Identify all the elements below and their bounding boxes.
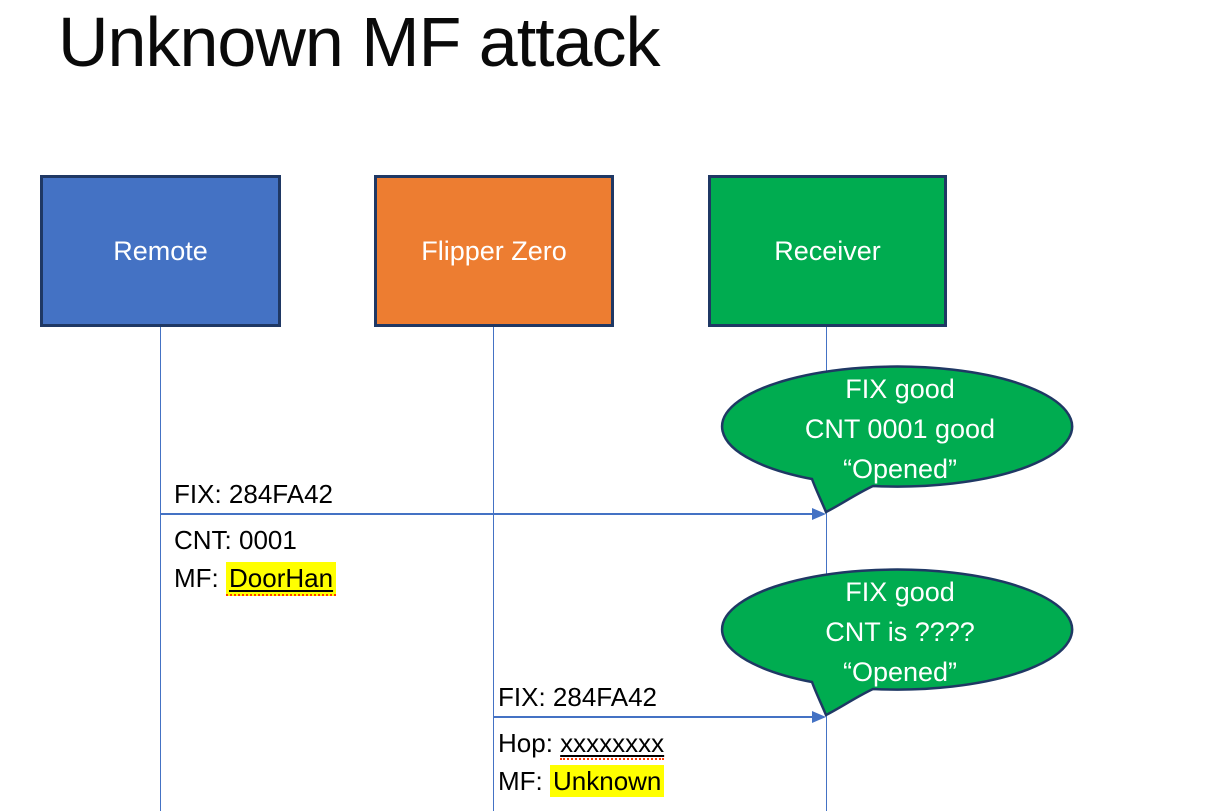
message-1-mf-line: MF: DoorHan bbox=[174, 559, 337, 597]
callout-1-text: FIX good CNT 0001 good “Opened” bbox=[750, 369, 1050, 489]
message-2-mf-line: MF: Unknown bbox=[498, 762, 665, 800]
callout-2-line-2: CNT is ???? bbox=[825, 617, 975, 647]
actor-box-receiver: Receiver bbox=[708, 175, 947, 327]
message-1-mf-prefix: MF: bbox=[174, 563, 226, 593]
message-2-mf-value-highlighted: Unknown bbox=[550, 765, 665, 797]
actor-label-flipper-zero: Flipper Zero bbox=[421, 235, 567, 266]
speech-bubble-2 bbox=[720, 568, 1074, 717]
callout-2-line-1: FIX good bbox=[845, 577, 955, 607]
actor-box-remote: Remote bbox=[40, 175, 281, 327]
callout-2-text: FIX good CNT is ???? “Opened” bbox=[750, 572, 1050, 692]
message-2-hop-prefix: Hop: bbox=[498, 728, 561, 758]
arrowhead-right-icon bbox=[812, 711, 826, 723]
lifeline-receiver bbox=[825, 327, 827, 811]
actor-label-receiver: Receiver bbox=[774, 235, 881, 266]
lifeline-remote bbox=[159, 327, 161, 811]
message-2-hop-value-underlined: xxxxxxxx bbox=[560, 728, 665, 760]
slide-title: Unknown MF attack bbox=[58, 3, 661, 81]
message-2-label-above: FIX: 284FA42 bbox=[498, 682, 657, 712]
message-2-mf-prefix: MF: bbox=[498, 766, 550, 796]
callout-1-line-3: “Opened” bbox=[842, 454, 958, 484]
message-1-cnt-line: CNT: 0001 bbox=[174, 525, 297, 555]
callout-1-line-2: CNT 0001 good bbox=[804, 414, 996, 444]
speech-bubble-1 bbox=[720, 365, 1074, 514]
message-arrow-1-line bbox=[160, 513, 813, 515]
callout-2-line-3: “Opened” bbox=[842, 657, 958, 687]
actor-box-flipper-zero: Flipper Zero bbox=[374, 175, 614, 327]
actor-label-remote: Remote bbox=[113, 235, 208, 266]
message-arrow-2-line bbox=[493, 716, 813, 718]
message-2-hop-line: Hop: xxxxxxxx bbox=[498, 724, 665, 762]
arrowhead-right-icon bbox=[812, 508, 826, 520]
message-1-mf-value-highlighted: DoorHan bbox=[226, 562, 337, 596]
message-1-label-above: FIX: 284FA42 bbox=[174, 479, 333, 509]
message-1-labels-below: CNT: 0001 MF: DoorHan bbox=[174, 521, 337, 597]
message-2-labels-below: Hop: xxxxxxxx MF: Unknown bbox=[498, 724, 665, 800]
lifeline-flipper-zero bbox=[492, 327, 494, 811]
callout-1-line-1: FIX good bbox=[845, 374, 955, 404]
